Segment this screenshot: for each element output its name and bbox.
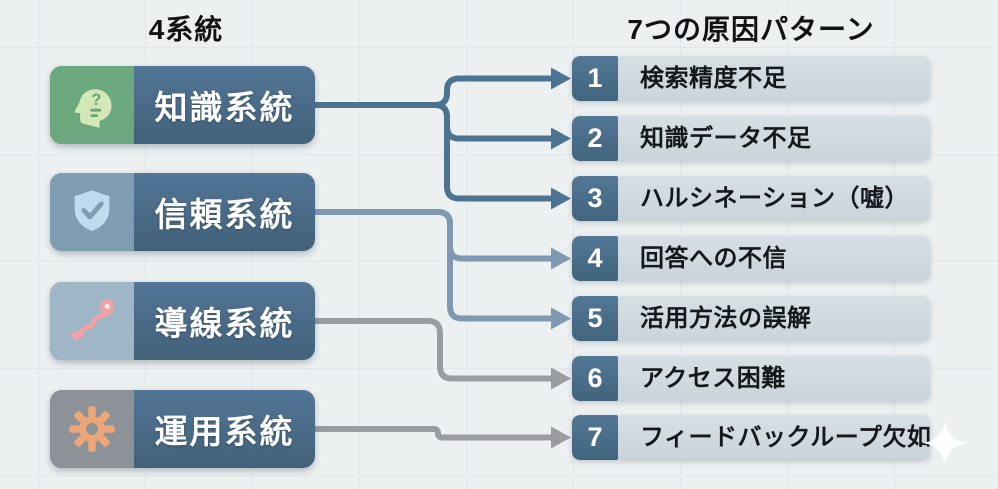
edge-arrowhead-knowledge-3: [551, 187, 571, 210]
pattern-label: 知識データ不足: [618, 116, 930, 161]
edge-knowledge-2: [315, 102, 552, 142]
pattern-label: 回答への不信: [618, 236, 930, 281]
system-box-trust: 信頼系統: [50, 173, 315, 251]
edge-guidance-6: [315, 318, 552, 382]
pattern-item-3: 3 ハルシネーション（嘘）: [572, 176, 930, 221]
system-label: 導線系統: [154, 305, 295, 342]
system-label: 知識系統: [154, 89, 295, 126]
pattern-item-4: 4 回答への不信: [572, 236, 930, 281]
system-box-guidance: 導線系統: [50, 282, 315, 360]
sparkle-icon: [922, 420, 968, 466]
pattern-number-badge: 1: [572, 56, 618, 101]
pattern-item-1: 1 検索精度不足: [572, 56, 930, 101]
edge-arrowhead-operation-7: [551, 426, 571, 449]
edge-trust-4: [315, 209, 552, 262]
left-column-title: 4系統: [148, 14, 224, 45]
pattern-item-5: 5 活用方法の誤解: [572, 296, 930, 341]
pattern-number-badge: 2: [572, 116, 618, 161]
head-question-icon: ?: [50, 66, 134, 144]
edge-knowledge-3: [315, 102, 552, 202]
edge-arrowhead-knowledge-1: [551, 67, 571, 90]
pattern-number-badge: 7: [572, 415, 618, 460]
system-label: 運用系統: [154, 413, 295, 450]
edge-arrowhead-trust-4: [551, 247, 571, 270]
gear-icon: [50, 390, 134, 468]
shield-check-icon: [50, 173, 134, 251]
pattern-item-2: 2 知識データ不足: [572, 116, 930, 161]
pattern-number-badge: 4: [572, 236, 618, 281]
pattern-label: フィードバックループ欠如: [618, 415, 930, 460]
pattern-label: アクセス困難: [618, 356, 930, 401]
edge-trust-5: [315, 209, 552, 322]
edge-operation-7: [315, 426, 552, 441]
pattern-label: 検索精度不足: [618, 56, 930, 101]
edge-knowledge-1: [315, 75, 552, 108]
edge-arrowhead-trust-5: [551, 307, 571, 330]
pattern-label: ハルシネーション（嘘）: [618, 176, 930, 221]
pattern-label: 活用方法の誤解: [618, 296, 930, 341]
svg-text:?: ?: [91, 91, 101, 109]
pattern-item-7: 7 フィードバックループ欠如: [572, 415, 930, 460]
edge-arrowhead-guidance-6: [551, 367, 571, 390]
edge-arrowhead-knowledge-2: [551, 127, 571, 150]
pattern-number-badge: 5: [572, 296, 618, 341]
route-icon: [50, 282, 134, 360]
system-box-knowledge: ? 知識系統: [50, 66, 315, 144]
pattern-item-6: 6 アクセス困難: [572, 356, 930, 401]
pattern-number-badge: 6: [572, 356, 618, 401]
pattern-number-badge: 3: [572, 176, 618, 221]
right-column-title: 7つの原因パターン: [627, 14, 875, 45]
system-box-operation: 運用系統: [50, 390, 315, 468]
system-label: 信頼系統: [154, 196, 295, 233]
